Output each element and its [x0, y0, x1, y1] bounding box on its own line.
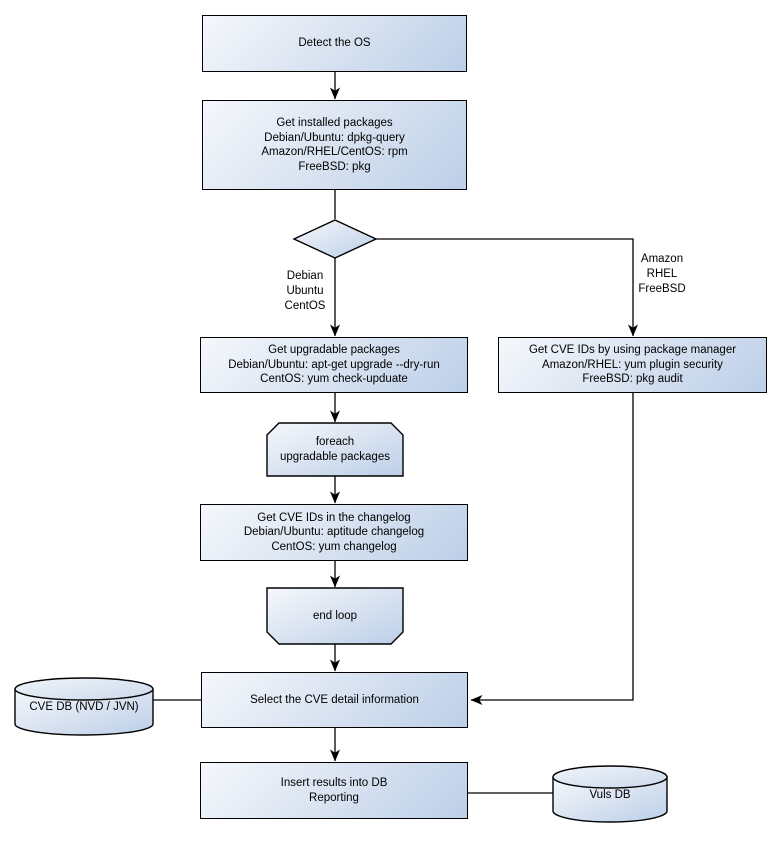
node-get-cve-ids-changelog: Get CVE IDs in the changelog Debian/Ubun… — [200, 504, 468, 561]
edge-pkgmgr-to-select — [470, 393, 634, 705]
node-cve-db-label: CVE DB (NVD / JVN) — [29, 701, 139, 714]
end-loop-shape — [266, 587, 404, 645]
node-insert-results: Insert results into DB Reporting — [200, 762, 468, 819]
edge-label-left-branch: Debian Ubuntu CentOS — [284, 270, 326, 312]
cve-db-cylinder-top — [14, 677, 154, 701]
edge-decision-to-pkgmgr — [376, 238, 638, 337]
cve-db-cylinder-body — [14, 688, 154, 736]
node-get-upgradable-packages: Get upgradable packages Debian/Ubuntu: a… — [200, 337, 468, 393]
node-end-loop-label: end loop — [312, 609, 358, 622]
node-vuls-db-label: Vuls DB — [589, 788, 631, 801]
node-get-installed-packages: Get installed packages Debian/Ubuntu: dp… — [202, 100, 467, 190]
node-select-cve-detail: Select the CVE detail information — [201, 672, 468, 728]
node-foreach-label: foreach upgradable packages — [280, 436, 390, 463]
vuls-db-cylinder-body — [552, 776, 668, 823]
foreach-loop-shape — [266, 422, 404, 477]
os-decision-diamond — [292, 219, 378, 259]
node-detect-os: Detect the OS — [202, 15, 467, 72]
edge-label-right-branch: Amazon RHEL FreeBSD — [638, 253, 686, 295]
node-get-cve-ids-package-manager: Get CVE IDs by using package manager Ama… — [498, 337, 767, 393]
vuls-db-cylinder-top — [552, 765, 668, 789]
